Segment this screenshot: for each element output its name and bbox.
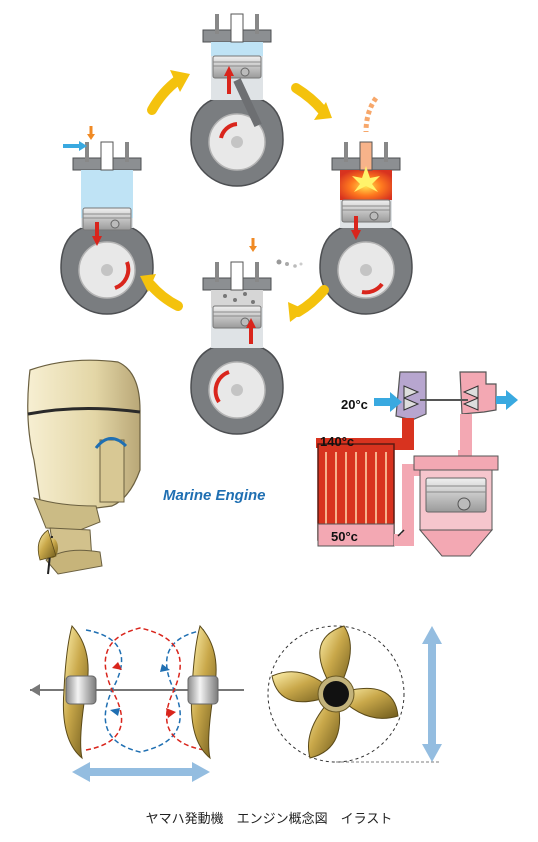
cool-temp-label: 50°c <box>331 529 358 544</box>
caption: ヤマハ発動機 エンジン概念図 イラスト <box>145 812 393 827</box>
outboard-motor <box>27 359 141 575</box>
propeller-front-view <box>267 625 442 763</box>
hot-temp-label: 140°c <box>320 434 354 449</box>
cycle-arrowheads <box>140 70 332 322</box>
compression-stroke-engine <box>190 13 284 187</box>
intake-temp-label: 20°c <box>341 397 368 412</box>
propeller-side-view <box>30 624 244 782</box>
cooling-diagram <box>316 371 518 557</box>
intake-stroke-engine <box>60 126 154 315</box>
exhaust-stroke-engine <box>190 238 303 435</box>
combustion-stroke-engine <box>319 96 413 315</box>
title-label: Marine Engine <box>163 487 266 504</box>
